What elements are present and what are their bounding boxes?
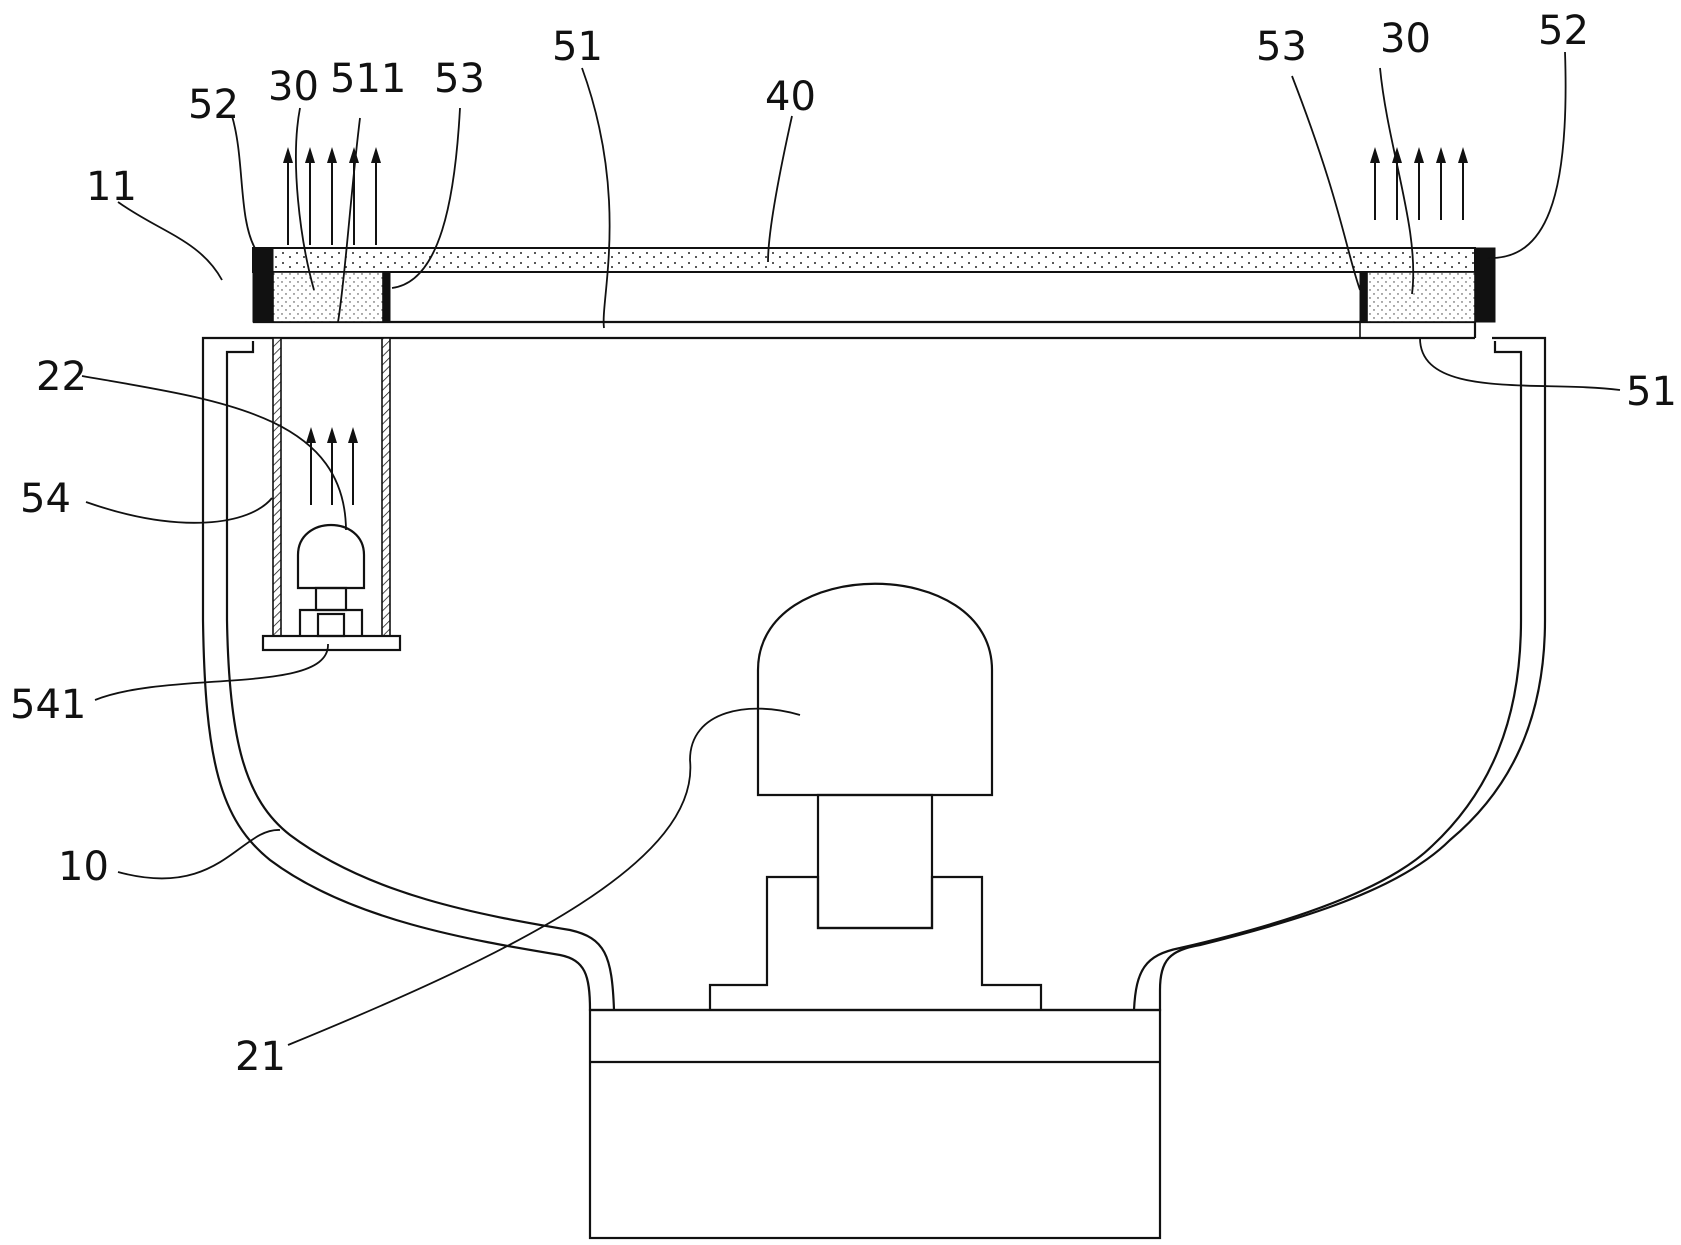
label-40: 40 [765, 74, 816, 120]
label-541: 541 [10, 682, 86, 728]
light-source-22 [296, 524, 366, 638]
label-53-right: 53 [1256, 24, 1307, 70]
light-guide-51 [253, 320, 1477, 340]
light-arrows [283, 147, 1468, 505]
label-30-right: 30 [1380, 16, 1431, 62]
housing-10 [201, 336, 1547, 1012]
light-tube-54 [261, 337, 402, 652]
frame-52-right [1474, 247, 1496, 323]
diffuser-30-right [1366, 271, 1476, 323]
label-54: 54 [20, 476, 71, 522]
label-11: 11 [86, 164, 137, 210]
cover-40 [252, 247, 1476, 273]
base [588, 1008, 1162, 1240]
diffuser-30-left [272, 271, 384, 323]
label-22: 22 [36, 354, 87, 400]
light-source-21 [708, 582, 1043, 1010]
label-30-left: 30 [268, 64, 319, 110]
label-51-top: 51 [552, 24, 603, 70]
frame-52-left [252, 247, 274, 323]
spacer-53-left [382, 271, 391, 323]
reference-labels: 11 52 30 511 53 51 40 53 30 52 51 22 54 … [10, 8, 1677, 1080]
label-21: 21 [235, 1034, 286, 1080]
label-10: 10 [58, 844, 109, 890]
leader-lines [81, 51, 1621, 1046]
label-511: 511 [330, 56, 406, 102]
spacer-53-right [1359, 271, 1368, 323]
label-53-left: 53 [434, 56, 485, 102]
label-51-right: 51 [1626, 369, 1677, 415]
label-52-left: 52 [188, 82, 239, 128]
label-52-right: 52 [1538, 8, 1589, 54]
